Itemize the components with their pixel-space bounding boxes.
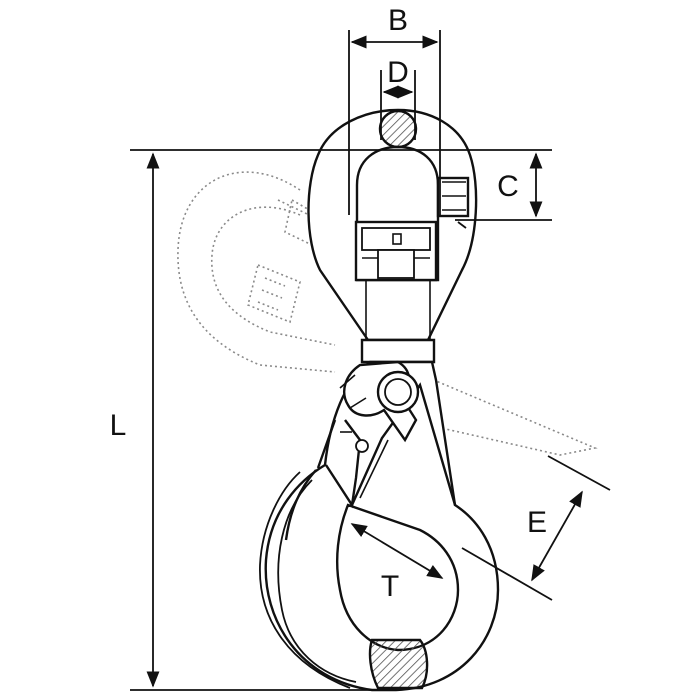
dimension-label-B: B [388,4,408,37]
dimension-label-C: C [497,170,519,203]
safety-latch [339,360,420,453]
load-pin-cross-section [378,109,418,149]
dimension-label-D: D [387,56,409,89]
hook-bottom-cross-section [368,638,429,690]
dimension-label-T: T [381,570,399,603]
dimension-label-L: L [110,409,127,442]
dimension-lines [130,30,611,691]
dimension-label-E: E [527,506,547,539]
swivel-eye [307,108,478,342]
